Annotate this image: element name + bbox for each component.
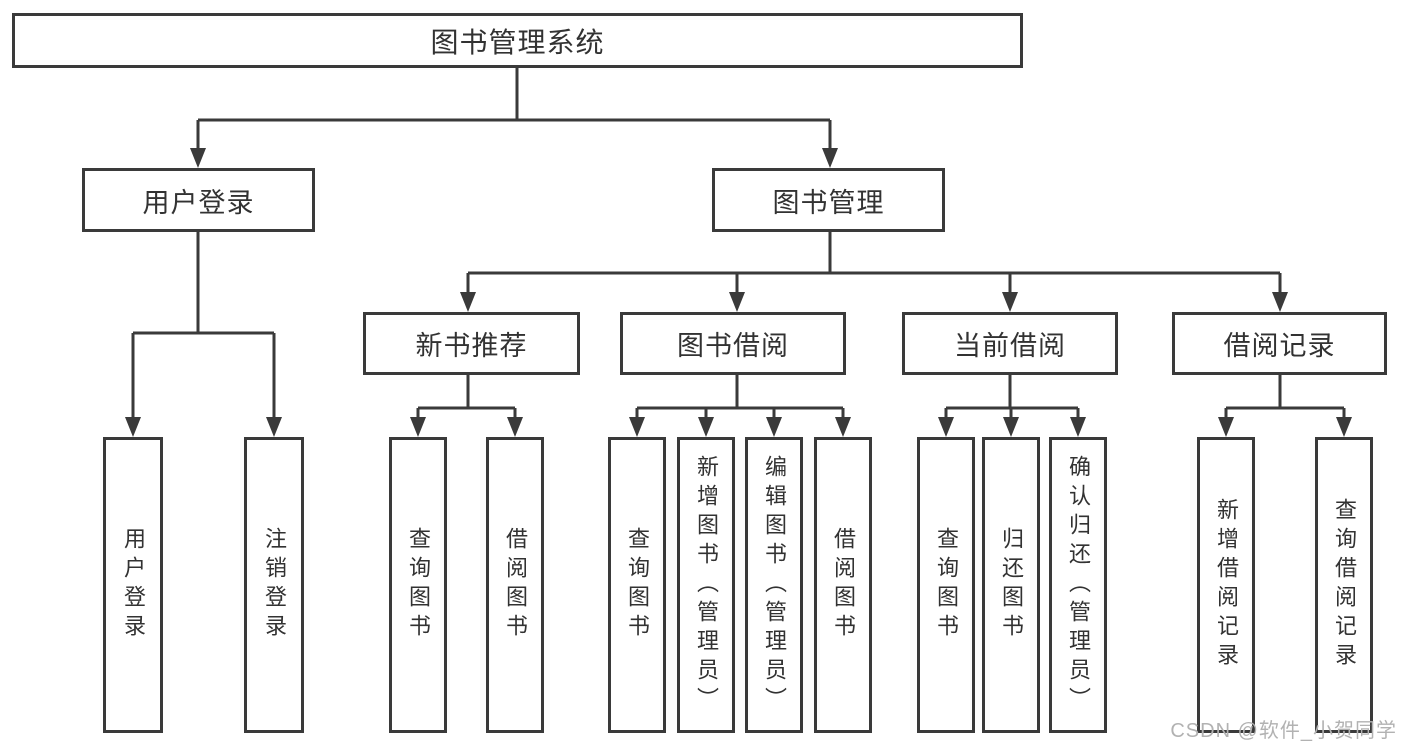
node-user-login: 用户登录 [82, 168, 315, 232]
leaf-query-borrow-record: 查询借阅记录 [1315, 437, 1373, 733]
arrow-down-icon [629, 417, 645, 437]
node-new-book-recommendation: 新书推荐 [363, 312, 580, 375]
node-book-borrowing: 图书借阅 [620, 312, 846, 375]
node-label: 查询图书 [934, 527, 959, 643]
arrow-down-icon [729, 292, 745, 312]
node-label: 确认归还（管理员） [1066, 454, 1091, 716]
node-label: 借阅图书 [503, 527, 528, 643]
node-label: 新书推荐 [415, 331, 528, 361]
leaf-edit-books-admin: 编辑图书（管理员） [745, 437, 803, 733]
arrow-down-icon [822, 148, 838, 168]
arrow-down-icon [1336, 417, 1352, 437]
arrow-down-icon [460, 292, 476, 312]
leaf-confirm-return-admin: 确认归还（管理员） [1049, 437, 1107, 733]
watermark: CSDN @软件_小贺同学 [1170, 720, 1397, 742]
leaf-borrow-books-recommend: 借阅图书 [486, 437, 544, 733]
arrow-down-icon [125, 417, 141, 437]
node-label: 用户登录 [142, 187, 255, 218]
node-label: 图书管理 [772, 187, 885, 218]
arrow-down-icon [1002, 292, 1018, 312]
leaf-add-borrow-record: 新增借阅记录 [1197, 437, 1255, 733]
leaf-query-books-borrow: 查询图书 [608, 437, 666, 733]
arrow-down-icon [1003, 417, 1019, 437]
arrow-down-icon [266, 417, 282, 437]
arrow-down-icon [835, 417, 851, 437]
arrow-down-icon [1272, 292, 1288, 312]
node-borrowing-records: 借阅记录 [1172, 312, 1387, 375]
leaf-add-books-admin: 新增图书（管理员） [677, 437, 735, 733]
node-label: 编辑图书（管理员） [762, 454, 787, 716]
node-label: 新增借阅记录 [1214, 498, 1239, 672]
arrow-down-icon [698, 417, 714, 437]
node-label: 用户登录 [121, 527, 146, 643]
node-label: 查询图书 [625, 527, 650, 643]
node-label: 图书管理系统 [430, 26, 605, 58]
node-label: 查询借阅记录 [1332, 498, 1357, 672]
leaf-query-books-recommend: 查询图书 [389, 437, 447, 733]
node-library-management-system: 图书管理系统 [12, 13, 1023, 68]
node-label: 借阅记录 [1223, 331, 1336, 361]
node-label: 借阅图书 [831, 527, 856, 643]
leaf-query-books-current: 查询图书 [917, 437, 975, 733]
arrow-down-icon [507, 417, 523, 437]
arrow-down-icon [190, 148, 206, 168]
leaf-user-login: 用户登录 [103, 437, 163, 733]
arrow-down-icon [1218, 417, 1234, 437]
leaf-logout: 注销登录 [244, 437, 304, 733]
node-current-borrowing: 当前借阅 [902, 312, 1118, 375]
arrow-down-icon [1070, 417, 1086, 437]
node-label: 当前借阅 [954, 331, 1066, 361]
node-label: 归还图书 [999, 527, 1024, 643]
node-label: 查询图书 [406, 527, 431, 643]
node-book-management: 图书管理 [712, 168, 945, 232]
arrow-down-icon [410, 417, 426, 437]
leaf-borrow-books: 借阅图书 [814, 437, 872, 733]
node-label: 注销登录 [262, 527, 287, 643]
leaf-return-books: 归还图书 [982, 437, 1040, 733]
arrow-down-icon [766, 417, 782, 437]
arrow-down-icon [938, 417, 954, 437]
node-label: 新增图书（管理员） [694, 454, 719, 716]
node-label: 图书借阅 [677, 331, 789, 361]
